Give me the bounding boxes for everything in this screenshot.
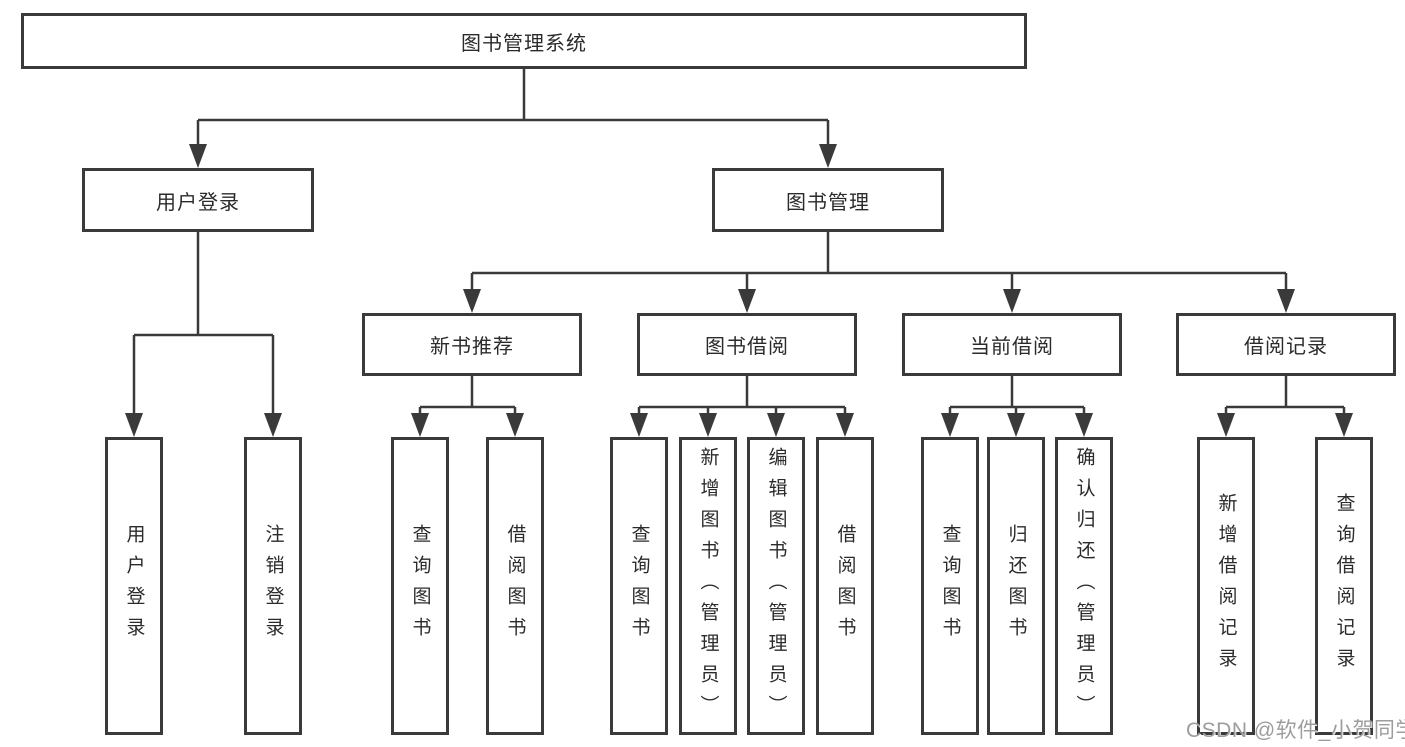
leaf-query-borrow-record: 查询借阅记录 [1315, 437, 1373, 735]
leaf-user-login: 用户登录 [105, 437, 163, 735]
connectors-new-book-recommend [411, 376, 524, 437]
leaf-logout: 注销登录 [244, 437, 302, 735]
connectors-book-borrow [630, 376, 854, 437]
leaf-confirm-return-admin: 确认归还（管理员） [1055, 437, 1113, 735]
node-label: 图书管理系统 [461, 32, 587, 55]
node-label: 查询图书 [939, 524, 961, 648]
leaf-add-books-admin: 新增图书（管理员） [679, 437, 737, 735]
node-book-management: 图书管理 [712, 168, 944, 232]
node-label: 图书管理 [786, 191, 870, 214]
node-label: 借阅图书 [834, 524, 856, 648]
node-book-borrow: 图书借阅 [637, 313, 857, 376]
node-label: 确认归还（管理员） [1073, 446, 1095, 726]
node-label: 借阅图书 [504, 524, 526, 648]
leaf-borrow-books: 借阅图书 [816, 437, 874, 735]
node-label: 当前借阅 [970, 336, 1054, 358]
node-label: 图书借阅 [705, 336, 789, 358]
leaf-query-books-borrow: 查询图书 [610, 437, 668, 735]
node-label: 新增借阅记录 [1215, 493, 1237, 679]
node-label: 新增图书（管理员） [697, 446, 719, 726]
node-label: 查询图书 [628, 524, 650, 648]
connectors-book-management [463, 232, 1295, 313]
node-label: 注销登录 [262, 524, 284, 648]
connectors-root [189, 69, 837, 168]
node-label: 新书推荐 [430, 336, 514, 358]
node-label: 编辑图书（管理员） [765, 446, 787, 726]
leaf-borrow-books-recommend: 借阅图书 [486, 437, 544, 735]
node-label: 借阅记录 [1244, 336, 1328, 358]
node-label: 归还图书 [1005, 524, 1027, 648]
node-new-book-recommend: 新书推荐 [362, 313, 582, 376]
node-user-login: 用户登录 [82, 168, 314, 232]
node-label: 用户登录 [123, 524, 145, 648]
leaf-query-books-recommend: 查询图书 [391, 437, 449, 735]
csdn-watermark: CSDN @软件_小贺同学 [1186, 719, 1405, 742]
node-label: 查询图书 [409, 524, 431, 648]
node-current-borrow: 当前借阅 [902, 313, 1122, 376]
connectors-current-borrow [941, 376, 1093, 437]
node-borrow-records: 借阅记录 [1176, 313, 1396, 376]
connectors-user-login [125, 232, 282, 437]
leaf-edit-books-admin: 编辑图书（管理员） [747, 437, 805, 735]
connectors-borrow-records [1217, 376, 1353, 437]
node-label: 用户登录 [156, 191, 240, 214]
leaf-query-books-current: 查询图书 [921, 437, 979, 735]
node-root: 图书管理系统 [21, 13, 1027, 69]
leaf-return-books: 归还图书 [987, 437, 1045, 735]
node-label: 查询借阅记录 [1333, 493, 1355, 679]
leaf-add-borrow-record: 新增借阅记录 [1197, 437, 1255, 735]
